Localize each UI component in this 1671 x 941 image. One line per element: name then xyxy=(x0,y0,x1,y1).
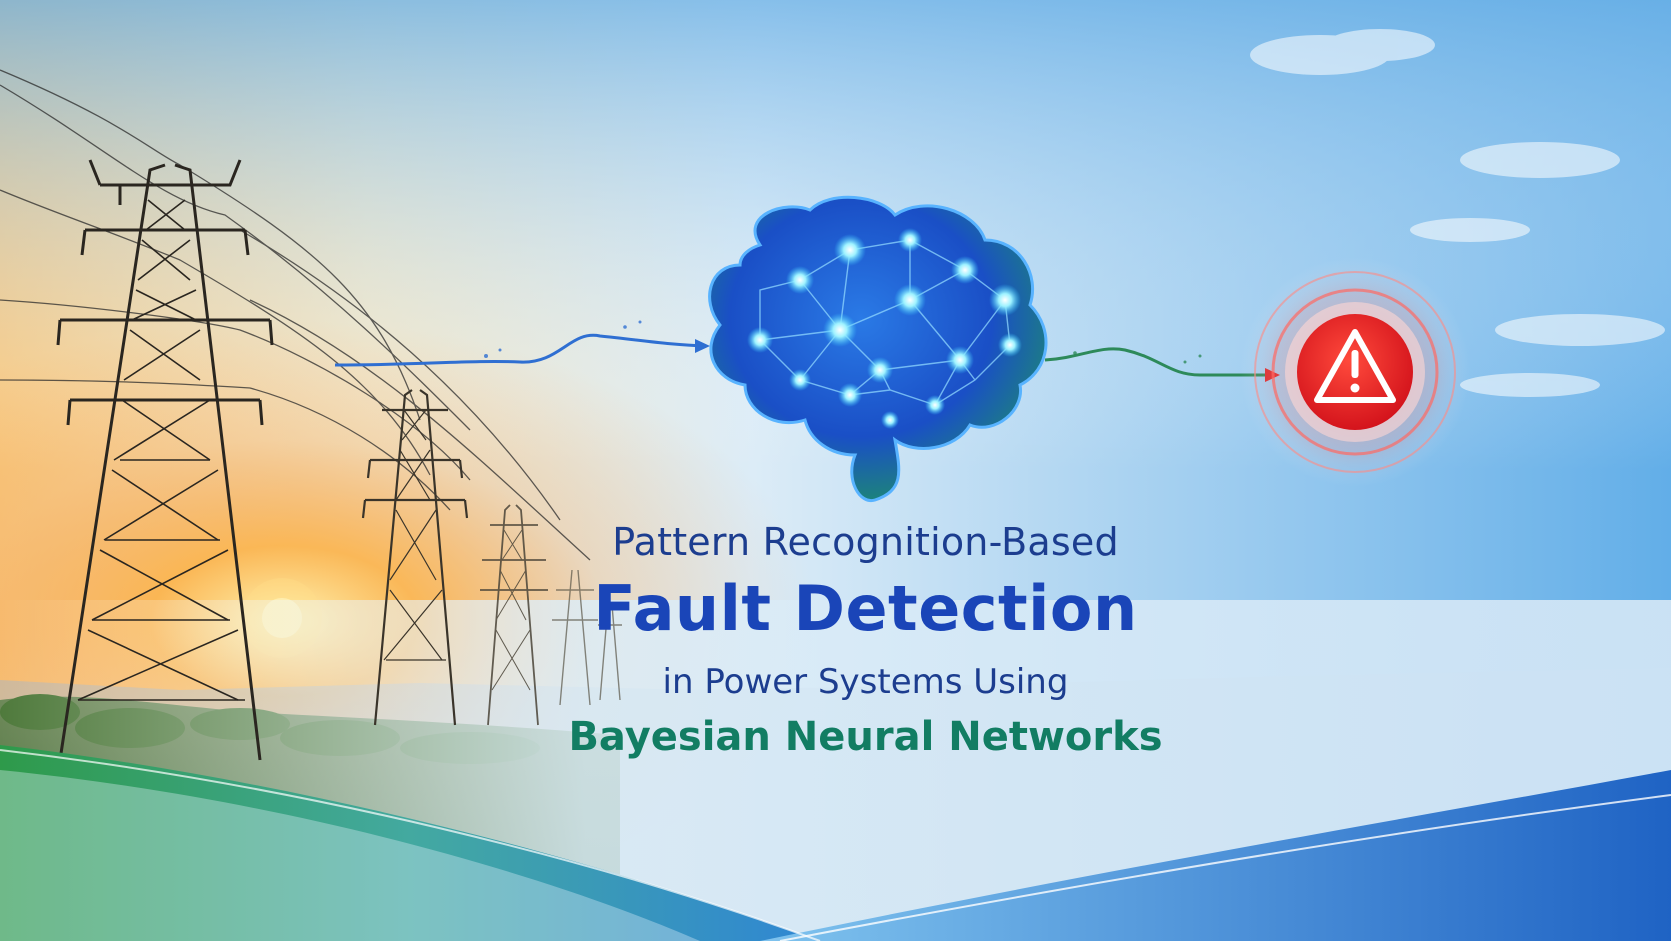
title-line-3: in Power Systems Using xyxy=(662,662,1069,702)
title-line-4: Bayesian Neural Networks xyxy=(568,714,1163,760)
brain-network-icon xyxy=(708,195,1048,503)
title-line-1: Pattern Recognition-Based xyxy=(612,520,1119,564)
transmission-tower-icon xyxy=(56,159,274,761)
title-line-2: Fault Detection xyxy=(593,572,1138,645)
warning-alert-icon xyxy=(1240,257,1470,487)
